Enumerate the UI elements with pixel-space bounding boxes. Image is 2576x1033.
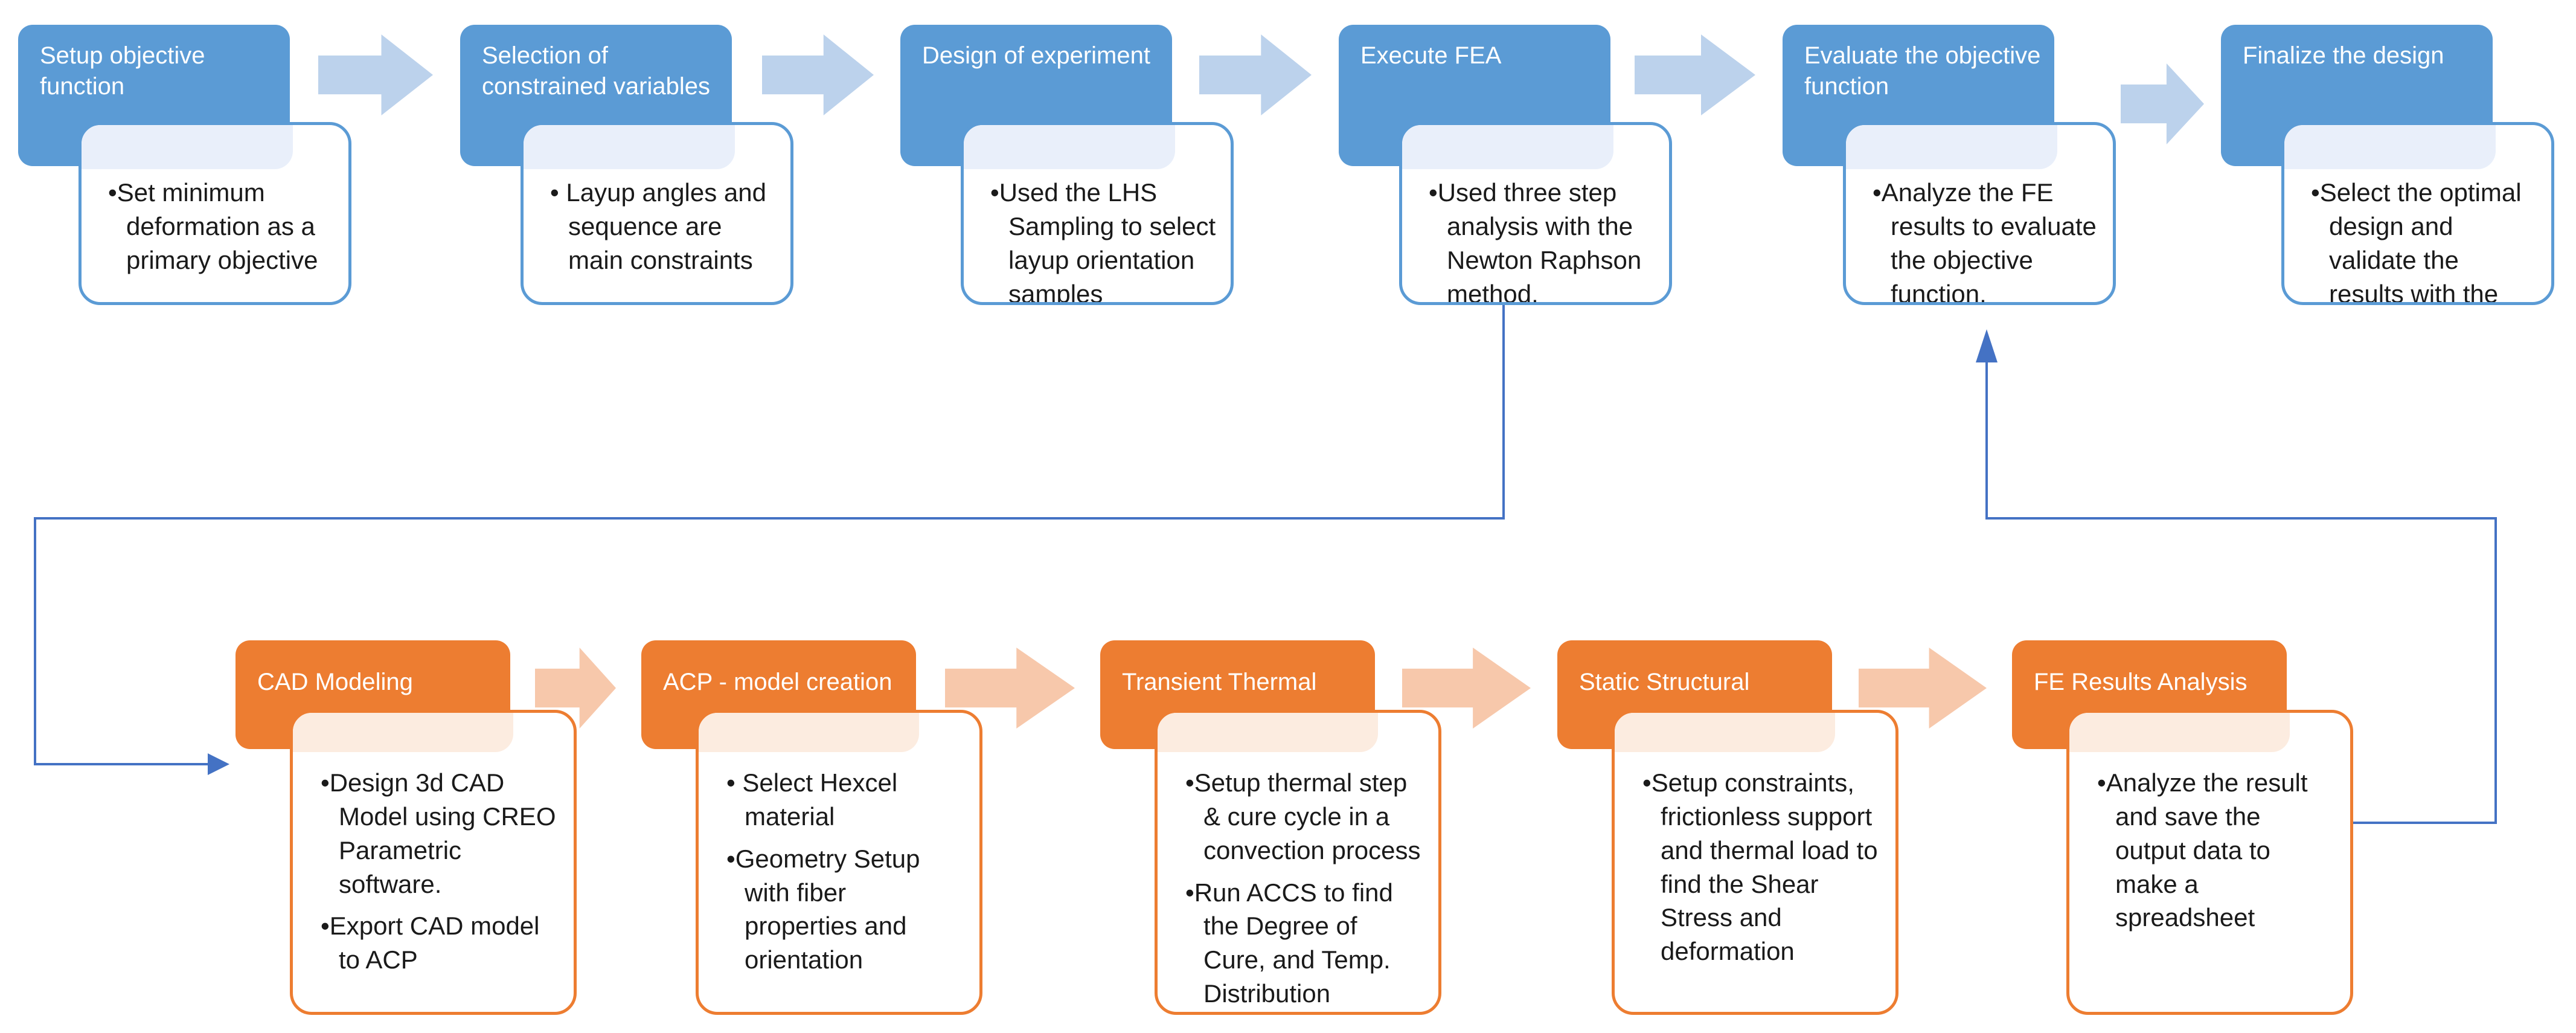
bullet-item: •Setup thermal step & cure cycle in a co… bbox=[1185, 768, 1421, 864]
bullet-item: •Analyze the FE results to evaluate the … bbox=[1873, 178, 2097, 305]
connector-executefea-to-cadmodeling bbox=[34, 305, 1505, 765]
stage-detail-fe-results-analysis: •Analyze the result and save the output … bbox=[2066, 710, 2353, 1015]
bullet-item: •Select the optimal design and validate … bbox=[2311, 178, 2522, 305]
bullet-item: •Design 3d CAD Model using CREO Parametr… bbox=[321, 768, 556, 898]
header-overlap-band bbox=[2069, 713, 2290, 752]
stage-detail-execute-fea: •Used three step analysis with the Newto… bbox=[1399, 122, 1672, 305]
stage-detail-design-of-experiment: •Used the LHS Sampling to select layup o… bbox=[961, 122, 1234, 305]
header-overlap-band bbox=[964, 125, 1175, 169]
bullet-item: •Geometry Setup with fiber properties an… bbox=[726, 844, 920, 974]
header-overlap-band bbox=[2284, 125, 2496, 169]
header-overlap-band bbox=[1402, 125, 1613, 169]
bullet-item: •Used the LHS Sampling to select layup o… bbox=[990, 178, 1216, 305]
connector-feresults-to-evaluate bbox=[1985, 362, 2497, 824]
bullet-item: •Used three step analysis with the Newto… bbox=[1429, 178, 1642, 305]
stage-detail-selection-of-constrained-variables: • Layup angles and sequence are main con… bbox=[521, 122, 793, 305]
stage-detail-finalize-the-design: •Select the optimal design and validate … bbox=[2281, 122, 2554, 305]
header-overlap-band bbox=[1615, 713, 1835, 752]
stage-detail-static-structural: •Setup constraints, frictionless support… bbox=[1612, 710, 1898, 1015]
connector-arrowhead-up-icon bbox=[1976, 329, 1998, 362]
bullet-item: • Select Hexcel material bbox=[726, 768, 898, 831]
bullet-item: •Set minimum deformation as a primary ob… bbox=[108, 178, 318, 274]
bullet-item: •Setup constraints, frictionless support… bbox=[1642, 768, 1878, 966]
stage-detail-evaluate-the-objective-function: •Analyze the FE results to evaluate the … bbox=[1843, 122, 2116, 305]
bullet-item: •Run ACCS to find the Degree of Cure, an… bbox=[1185, 878, 1393, 1008]
stage-detail-transient-thermal: •Setup thermal step & cure cycle in a co… bbox=[1155, 710, 1441, 1015]
bullet-item: • Layup angles and sequence are main con… bbox=[550, 178, 766, 274]
stage-detail-cad-modeling: •Design 3d CAD Model using CREO Parametr… bbox=[290, 710, 577, 1015]
bullet-item: •Analyze the result and save the output … bbox=[2097, 768, 2308, 932]
header-overlap-band bbox=[524, 125, 735, 169]
header-overlap-band bbox=[1158, 713, 1378, 752]
bullet-item: •Export CAD model to ACP bbox=[321, 912, 540, 974]
header-overlap-band bbox=[293, 713, 513, 752]
stage-detail-setup-objective-function: •Set minimum deformation as a primary ob… bbox=[78, 122, 351, 305]
stage-detail-acp-model-creation: • Select Hexcel material •Geometry Setup … bbox=[696, 710, 982, 1015]
header-overlap-band bbox=[82, 125, 293, 169]
header-overlap-band bbox=[1846, 125, 2057, 169]
header-overlap-band bbox=[699, 713, 919, 752]
connector-arrowhead-right-icon bbox=[208, 753, 229, 775]
